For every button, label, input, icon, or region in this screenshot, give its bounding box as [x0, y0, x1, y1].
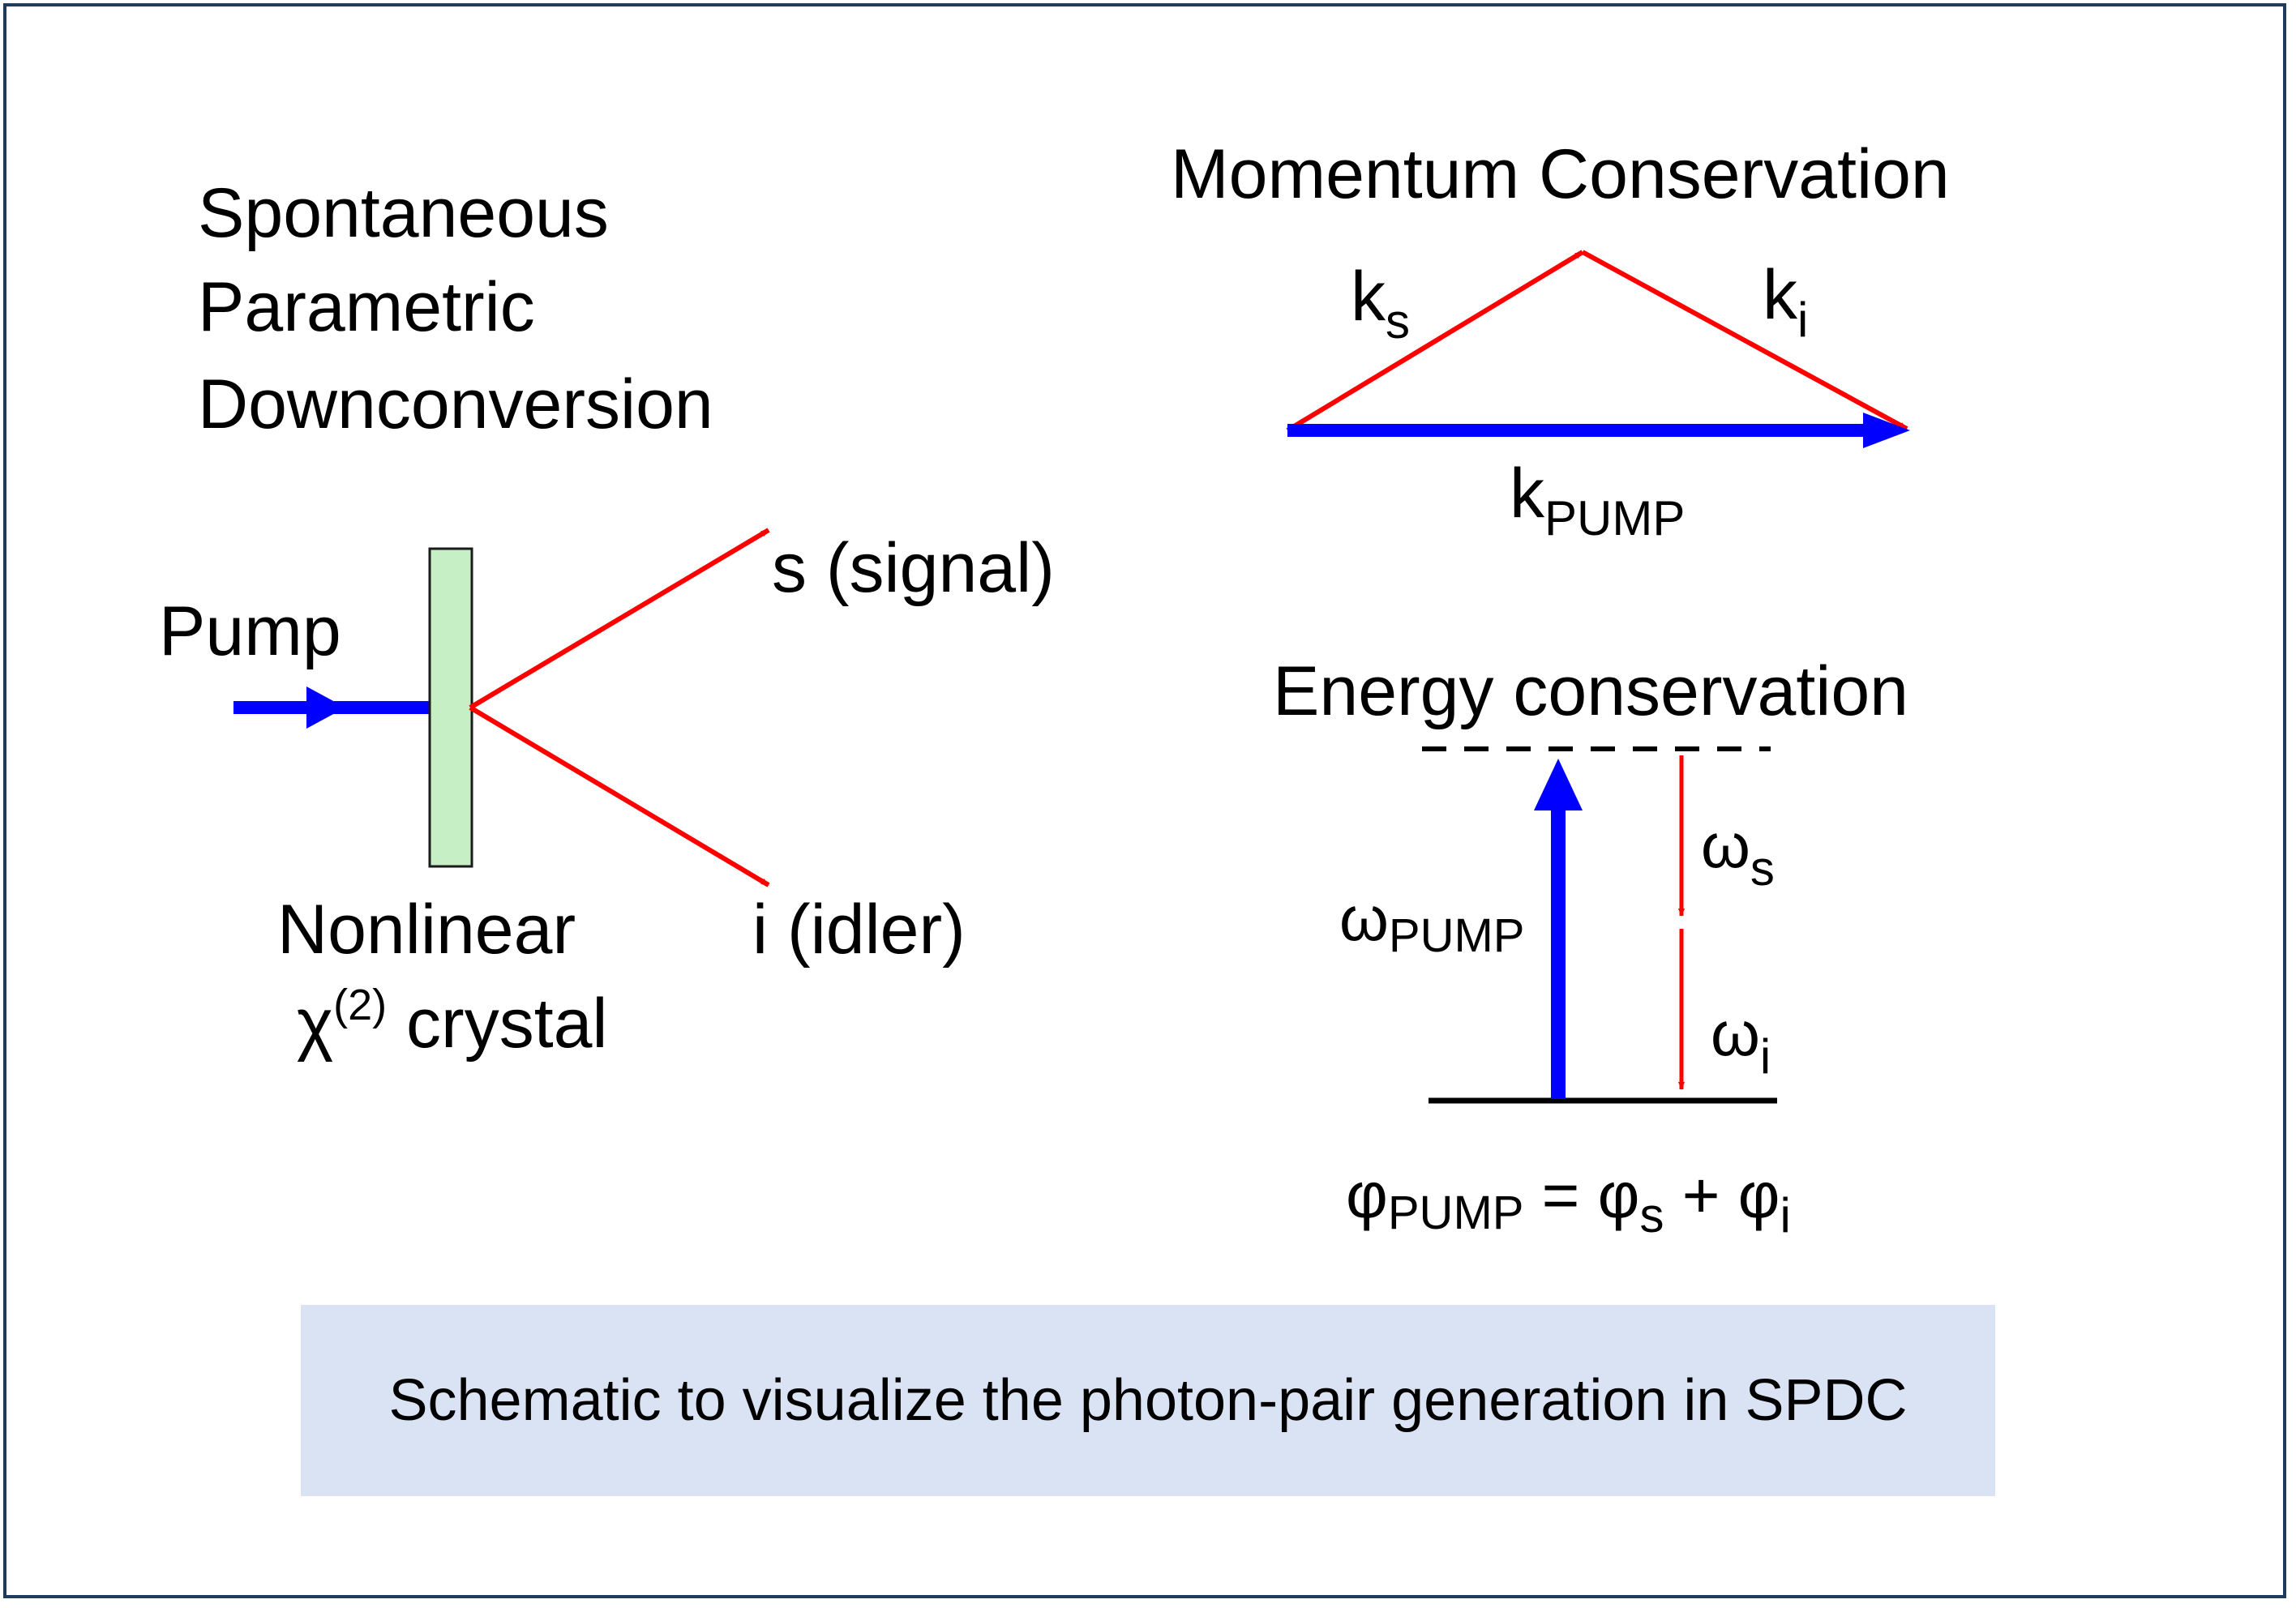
caption-box: Schematic to visualize the photon-pair g…	[301, 1305, 1995, 1496]
crystal-label-line-1: Nonlinear	[277, 891, 576, 969]
chi-order: (2)	[333, 981, 387, 1029]
crystal-word: crystal	[387, 985, 607, 1063]
phase-matching-equation: φPUMP = φs + φi	[1346, 1159, 1791, 1242]
crystal-label-line-2: χ(2) crystal	[297, 981, 608, 1063]
idler-ray	[469, 705, 770, 887]
omega-pump-arrowhead	[1534, 759, 1583, 810]
spdc-title-line-3: Downconversion	[198, 366, 713, 443]
ki-label: ki	[1763, 256, 1808, 347]
signal-ray	[469, 528, 770, 710]
ki-vector	[1581, 250, 1908, 431]
omega-s-label: ωs	[1701, 810, 1775, 896]
spdc-title-line-1: Spontaneous	[198, 174, 609, 252]
spdc-title-line-2: Parametric	[198, 268, 535, 346]
nonlinear-crystal	[428, 547, 473, 868]
spdc-title: Spontaneous Parametric Downconversion	[198, 174, 713, 443]
pump-beam-arrowhead	[306, 686, 345, 729]
omega-pump-label: ωPUMP	[1339, 883, 1524, 962]
momentum-title: Momentum Conservation	[1171, 135, 1950, 213]
chi-symbol: χ	[297, 985, 333, 1063]
ks-label: ks	[1351, 258, 1410, 349]
kpump-label: kPUMP	[1510, 455, 1685, 545]
caption-text: Schematic to visualize the photon-pair g…	[388, 1368, 1908, 1433]
idler-label: i (idler)	[752, 891, 966, 969]
signal-label: s (signal)	[772, 529, 1055, 607]
ks-vector	[1286, 250, 1584, 433]
kpump-arrowhead	[1863, 413, 1910, 448]
pump-label: Pump	[159, 592, 341, 670]
omega-i-label: ωi	[1711, 998, 1771, 1084]
energy-title: Energy conservation	[1273, 652, 1908, 730]
